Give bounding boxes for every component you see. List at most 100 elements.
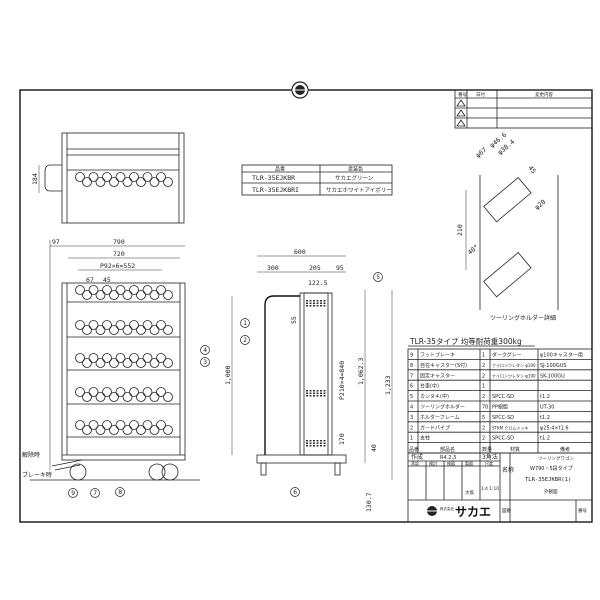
parts-cell: ホルダーフレーム bbox=[420, 414, 460, 421]
vent-slot bbox=[309, 440, 312, 442]
tooling-holder bbox=[95, 177, 106, 187]
vent-slot bbox=[323, 300, 326, 302]
dim-h2: 1,062.3 bbox=[357, 358, 365, 385]
parts-cell: ダークグレー bbox=[492, 352, 522, 359]
callout-label: 6 bbox=[293, 489, 297, 496]
tooling-holder bbox=[122, 325, 133, 335]
vent-slot bbox=[320, 442, 322, 444]
dim-e: 55 bbox=[290, 316, 298, 324]
caster-wheel bbox=[69, 463, 87, 481]
model-header-color: 塗装色 bbox=[348, 166, 363, 173]
tooling-holder bbox=[142, 387, 153, 397]
holder-detail-title: ツーリングホルダー詳細 bbox=[490, 314, 556, 322]
parts-cell: SJ-100GUS bbox=[540, 363, 567, 369]
parts-cell: 7 bbox=[410, 373, 413, 379]
tooling-holder bbox=[149, 325, 160, 335]
tooling-holder bbox=[115, 353, 126, 363]
brake-pedal bbox=[51, 459, 83, 471]
model-part-no: TLR-35EJKBRI bbox=[252, 186, 299, 194]
vent-slot bbox=[306, 300, 308, 302]
vent-slot bbox=[320, 440, 322, 442]
tooling-holder bbox=[163, 425, 173, 435]
tooling-holder bbox=[82, 358, 92, 368]
model-part-no: TLR-35EJKBR bbox=[252, 174, 295, 182]
vent-slot bbox=[309, 445, 312, 447]
parts-cell: ナイロンウレタン φ100 bbox=[492, 362, 536, 368]
vent-slot bbox=[306, 440, 308, 442]
parts-cell: 4 bbox=[410, 405, 413, 411]
tooling-holder bbox=[142, 285, 153, 295]
tooling-holder bbox=[149, 392, 160, 402]
parts-cell: φ100キャスター用 bbox=[540, 352, 583, 359]
revision-header-no: 番号 bbox=[458, 91, 467, 98]
vent-slot bbox=[316, 300, 319, 302]
sign-label: 承認 bbox=[411, 460, 419, 466]
tooling-holder bbox=[136, 290, 146, 300]
parts-header: 数量 bbox=[482, 446, 492, 453]
tooling-holder bbox=[122, 358, 133, 368]
drawing-subname: W790・5段タイプ bbox=[530, 465, 573, 472]
dim-h1: 1,000 bbox=[224, 365, 232, 385]
tooling-holder bbox=[142, 420, 153, 430]
model-color: サカエホワイトアイボリー bbox=[326, 186, 392, 194]
tooling-holder bbox=[95, 358, 106, 368]
tooling-holder bbox=[115, 320, 126, 330]
parts-cell: 2 bbox=[482, 394, 485, 400]
tooling-holder bbox=[82, 290, 92, 300]
parts-cell: 支柱 bbox=[420, 435, 430, 442]
tooling-holder bbox=[163, 177, 173, 187]
vent-slot bbox=[316, 440, 319, 442]
tooling-holder bbox=[163, 325, 173, 335]
tooling-holder bbox=[156, 353, 166, 363]
tooling-holder bbox=[156, 172, 166, 182]
tooling-holder bbox=[109, 177, 119, 187]
parts-cell: φ25.4×t1.6 bbox=[540, 425, 569, 431]
sign-label: 検討 bbox=[429, 460, 437, 466]
vent-slot bbox=[309, 302, 312, 304]
tooling-holder bbox=[115, 285, 126, 295]
callout-bubble bbox=[90, 488, 100, 498]
tooling-holder bbox=[82, 177, 92, 187]
parts-cell: 70 bbox=[482, 405, 488, 411]
callout-label: 9 bbox=[71, 490, 75, 497]
callout-label: 4 bbox=[203, 347, 207, 354]
vent-slot bbox=[323, 445, 326, 447]
parts-cell: 2 bbox=[482, 436, 485, 442]
model-header-part: 品番 bbox=[275, 166, 285, 173]
vent-slot bbox=[309, 305, 312, 307]
tooling-holder bbox=[82, 392, 92, 402]
tooling-holder bbox=[142, 172, 153, 182]
dim-holder-pitch: P92×6=552 bbox=[100, 262, 135, 270]
label-brake: ブレーキ時 bbox=[22, 471, 52, 479]
callout-label: 2 bbox=[243, 337, 247, 344]
parts-cell: t1.2 bbox=[540, 415, 550, 421]
sign-label: 検図 bbox=[447, 460, 455, 466]
title-block: 作成 R4.2.3 3角法 承認 検討 検図 製図 尺度 大坂 1:4 1:10… bbox=[407, 452, 593, 523]
callout-bubble bbox=[290, 487, 300, 497]
dim-b: 205 bbox=[309, 264, 321, 272]
parts-cell: 5 bbox=[410, 394, 413, 400]
vent-slot bbox=[313, 445, 315, 447]
dim-pitch: P210×4=840 bbox=[338, 361, 346, 400]
sign-label: 製図 bbox=[465, 460, 473, 466]
parts-cell: PP樹脂 bbox=[492, 404, 508, 411]
callout-label: 3 bbox=[203, 359, 207, 366]
tooling-holder bbox=[95, 425, 106, 435]
tooling-holder bbox=[136, 425, 146, 435]
parts-cell: ナイロンウレタン φ100 bbox=[492, 372, 536, 378]
parts-cell: SPCC-SD bbox=[492, 394, 514, 400]
tooling-holder bbox=[109, 358, 119, 368]
tooling-holder bbox=[102, 285, 112, 295]
vent-slot bbox=[313, 392, 315, 394]
parts-header: 品番 bbox=[409, 446, 419, 453]
revision-header-content: 変更内容 bbox=[535, 91, 553, 98]
tooling-holder bbox=[163, 392, 173, 402]
tooling-holder bbox=[88, 387, 99, 397]
dim-angle: 40° bbox=[466, 243, 480, 257]
drafter: 大坂 bbox=[465, 489, 474, 496]
parts-cell: 5 bbox=[482, 415, 485, 421]
dim-b: 45 bbox=[103, 276, 111, 284]
vent-slot bbox=[320, 445, 322, 447]
caster-wheel bbox=[148, 463, 166, 481]
